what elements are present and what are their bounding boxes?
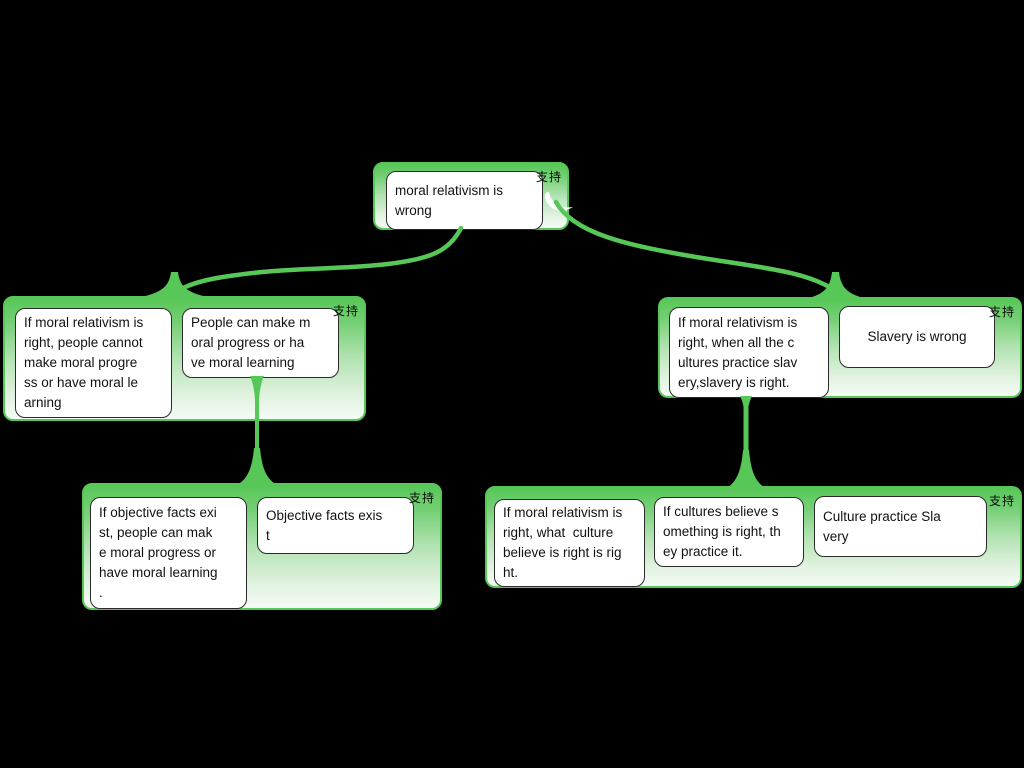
claim-text: moral relativism is wrong [395, 182, 504, 218]
premise-text: If moral relativism is right, people can… [24, 315, 144, 410]
support-label: 支持 [988, 494, 1015, 508]
connector-stem-top-right [740, 396, 752, 414]
connector-flare-left [137, 272, 212, 298]
premise-text: People can make m oral progress or ha ve… [191, 315, 311, 370]
premise-node[interactable]: If cultures believe s omething is right,… [654, 497, 804, 567]
support-label: 支持 [408, 491, 435, 505]
premise-node[interactable]: If moral relativism is right, people can… [15, 308, 172, 418]
premise-node[interactable]: People can make m oral progress or ha ve… [182, 308, 339, 378]
argument-group-right[interactable]: 支持 If moral relativism is right, when al… [658, 297, 1022, 398]
connector-flare-right [802, 272, 871, 300]
premise-node[interactable]: Culture practice Sla very [814, 496, 987, 557]
connector-curve-left [175, 225, 464, 294]
argument-group-bottom-right[interactable]: 支持 If moral relativism is right, what cu… [485, 486, 1022, 588]
premise-node[interactable]: If moral relativism is right, what cultu… [494, 499, 645, 587]
claim-node-root[interactable]: moral relativism is wrong [386, 171, 543, 230]
support-label: 支持 [535, 170, 562, 184]
argument-group-bottom-left[interactable]: 支持 If objective facts exi st, people can… [82, 483, 442, 610]
connector-flare-bottom-right [723, 450, 769, 490]
premise-text: If moral relativism is right, when all t… [678, 314, 798, 390]
support-label: 支持 [332, 304, 359, 318]
premise-node[interactable]: If objective facts exi st, people can ma… [90, 497, 247, 609]
premise-text: Culture practice Sla very [823, 508, 941, 544]
argument-group-root[interactable]: 支持 moral relativism is wrong [373, 162, 569, 230]
premise-node[interactable]: Slavery is wrong [839, 306, 995, 368]
premise-node[interactable]: Objective facts exis t [257, 497, 414, 554]
support-label: 支持 [988, 305, 1015, 319]
premise-text: If cultures believe s omething is right,… [663, 504, 781, 559]
premise-text: Slavery is wrong [867, 329, 967, 344]
premise-text: If objective facts exi st, people can ma… [99, 505, 218, 600]
connector-curve-right [553, 199, 837, 293]
connector-flare-bottom-left [233, 448, 281, 487]
argument-group-left[interactable]: 支持 If moral relativism is right, people … [3, 296, 366, 421]
premise-text: Objective facts exis t [266, 507, 383, 543]
premise-node[interactable]: If moral relativism is right, when all t… [669, 307, 829, 398]
premise-text: If moral relativism is right, what cultu… [503, 505, 623, 580]
